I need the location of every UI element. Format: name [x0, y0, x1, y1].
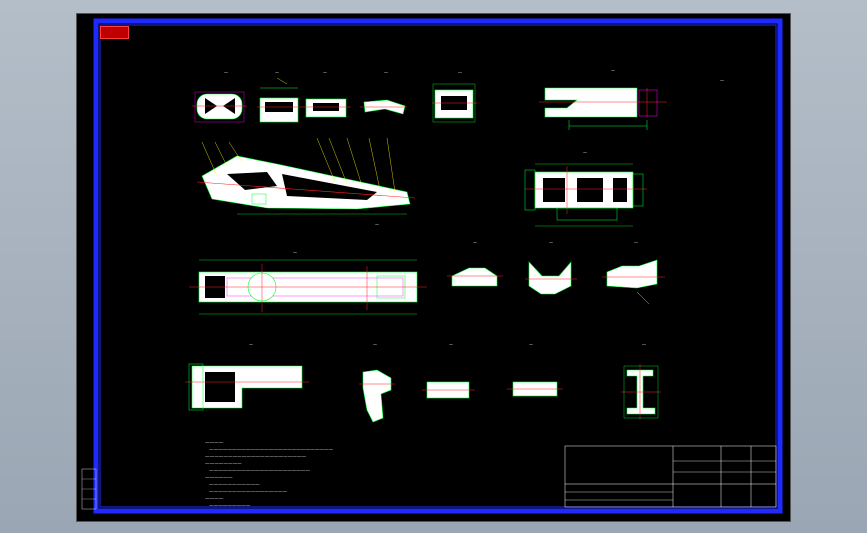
svg-text:———————————: ———————————: [209, 483, 260, 488]
right-middle-view: —: [524, 150, 647, 227]
drawing-code-tag: [100, 26, 129, 39]
svg-text:—: —: [473, 240, 477, 245]
svg-text:—: —: [549, 240, 553, 245]
svg-text:—: —: [275, 70, 279, 75]
top-right-view: — —: [539, 68, 724, 130]
svg-text:—: —: [634, 240, 638, 245]
drawing-sheet: — — — —: [76, 13, 791, 522]
svg-text:—————————————————: —————————————————: [209, 490, 288, 495]
technical-notes: ———— ——————————————————————————— ———————…: [205, 441, 333, 509]
svg-text:—: —: [249, 342, 253, 347]
arm-plan-view: —: [189, 250, 427, 315]
title-block: [564, 445, 777, 508]
svg-text:————————: ————————: [205, 462, 242, 467]
svg-text:——————————————————————: ——————————————————————: [209, 469, 310, 474]
section-view-6: —: [447, 240, 503, 287]
sheet-inner-border: [99, 24, 777, 508]
svg-text:—: —: [375, 222, 379, 227]
sheet-frame: [93, 18, 783, 514]
section-view-3: —: [303, 70, 351, 118]
svg-text:—: —: [583, 150, 587, 155]
svg-text:—: —: [293, 250, 297, 255]
svg-text:—: —: [384, 70, 388, 75]
svg-text:—: —: [611, 68, 615, 73]
arm-side-view: —: [196, 137, 416, 227]
section-view-9: —: [359, 342, 395, 423]
svg-text:—: —: [720, 78, 724, 83]
section-view-10: —: [422, 342, 475, 399]
svg-text:———————————————————————————: ———————————————————————————: [209, 448, 333, 453]
svg-text:——————: ——————: [205, 476, 233, 481]
section-view-5: —: [432, 70, 477, 123]
svg-text:—: —: [224, 70, 228, 75]
svg-text:—: —: [323, 70, 327, 75]
svg-text:—————————: —————————: [209, 504, 251, 509]
svg-text:—: —: [458, 70, 462, 75]
section-view-7: —: [525, 240, 577, 295]
section-view-12: —: [621, 342, 661, 420]
svg-text:—: —: [449, 342, 453, 347]
left-margin-strip: [81, 468, 97, 510]
section-view-2: —: [257, 70, 303, 123]
svg-text:——————————————————————: ——————————————————————: [205, 455, 306, 460]
svg-text:—: —: [642, 342, 646, 347]
svg-text:————: ————: [205, 441, 224, 446]
svg-text:—: —: [529, 342, 533, 347]
bottom-left-view: —: [185, 342, 309, 411]
drawing-canvas: — — — —: [81, 18, 783, 514]
section-view-11: —: [507, 342, 563, 397]
section-view-1: —: [192, 70, 247, 123]
section-view-4: —: [360, 70, 407, 115]
svg-text:—: —: [373, 342, 377, 347]
svg-text:————: ————: [205, 497, 224, 502]
section-view-8: —: [602, 240, 665, 305]
